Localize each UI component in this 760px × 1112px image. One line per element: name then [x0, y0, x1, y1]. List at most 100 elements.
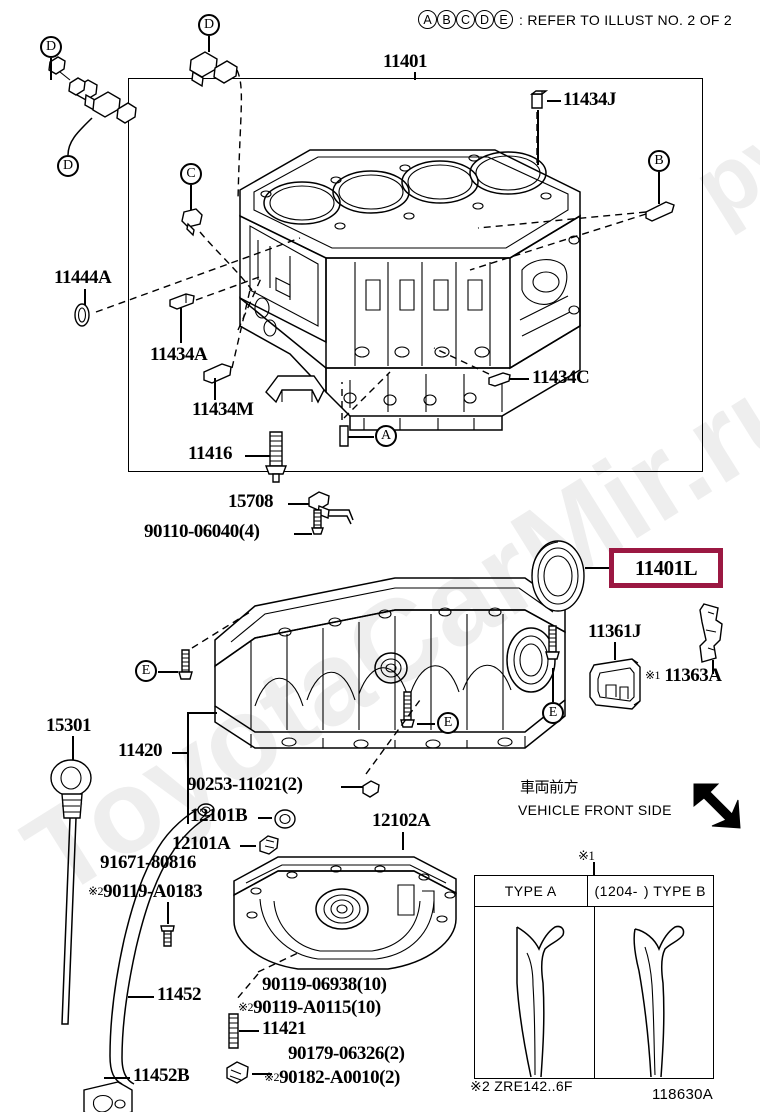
callout-d-3: D [198, 14, 220, 36]
front-side-arrow-icon [693, 783, 741, 829]
legend-circle-b: B [437, 10, 456, 29]
front-side-label-jp: 車両前方 [520, 778, 579, 796]
label-11363a: ※1 11363A [645, 666, 722, 685]
leader-15301 [72, 736, 74, 762]
label-11401l-highlight[interactable]: 11401L [609, 548, 723, 588]
table-header-type-a: TYPE A [475, 876, 588, 906]
label-11444a: 11444A [54, 267, 112, 288]
legend-circle-e: E [494, 10, 513, 29]
part-under-callout-c [181, 208, 203, 237]
part-15301-dipstick [50, 759, 92, 1025]
leader-callout-d-3 [208, 36, 210, 52]
label-11361j: 11361J [588, 621, 641, 642]
table-header-row: TYPE A (1204- ) TYPE B [475, 876, 713, 907]
type-a-bracket-illustration [516, 925, 565, 1078]
bracket-11420-v [187, 712, 189, 824]
upper-sensor-part-2 [189, 51, 238, 88]
dashed-11434c [433, 347, 490, 375]
leader-callout-c [190, 185, 192, 210]
part-11434a [169, 293, 195, 310]
leader-callout-b [658, 172, 660, 204]
callout-e-3: E [542, 702, 564, 724]
part-90179-nut [226, 1061, 249, 1084]
leader-90119-a0183 [167, 902, 169, 924]
label-11452: 11452 [157, 984, 201, 1005]
label-11420: 11420 [118, 740, 162, 761]
label-90119-a0115: ※290119-A0115(10) [238, 998, 381, 1017]
leader-callout-d-1 [50, 58, 53, 80]
bracket-11420-top [187, 712, 217, 714]
label-90119-a0183: ※290119-A0183 [88, 881, 203, 902]
front-side-label-en: VEHICLE FRONT SIDE [518, 802, 672, 818]
dashed-11434j [536, 112, 538, 163]
callout-b: B [648, 150, 670, 172]
dashed-11434m [231, 289, 251, 369]
mark-ref-1: ※1 [645, 668, 661, 682]
leader-11434m [214, 378, 216, 400]
label-90119-06938: 90119-06938(10) [262, 974, 387, 995]
footer-note: ※2 ZRE142..6F [470, 1078, 573, 1094]
lower-crankcase-illustration [214, 577, 566, 749]
table-header-type-b: (1204- ) TYPE B [588, 876, 714, 906]
label-90179: 90179-06326(2) [288, 1043, 405, 1064]
mark-ref-2-c: ※2 [264, 1070, 280, 1084]
leader-12102a [402, 832, 404, 850]
leader-11444a [84, 289, 86, 307]
part-12102a-oilpan [233, 856, 457, 970]
label-90182-text: 90182-A0010(2) [279, 1067, 400, 1088]
leader-11452 [128, 996, 154, 998]
part-90110-bolt [311, 509, 324, 535]
table-cell-type-b [595, 907, 714, 1079]
part-bolt-e-3 [545, 625, 560, 660]
dashed-11434a [195, 275, 263, 331]
leader-90253 [341, 786, 363, 788]
label-90119-a0183-text: 90119-A0183 [103, 881, 203, 902]
leader-12101b [258, 817, 272, 819]
part-11361j-mount [589, 658, 641, 710]
part-11434c [488, 372, 511, 387]
leader-11434c [505, 378, 529, 380]
legend-circle-d: D [475, 10, 494, 29]
label-11401: 11401 [383, 51, 427, 72]
part-11452-tube [83, 803, 215, 1112]
label-11434a: 11434A [150, 344, 208, 365]
label-90119-a0115-text: 90119-A0115(10) [253, 997, 381, 1018]
dashed-lead-sensor2 [236, 69, 243, 201]
dashed-lead-b [469, 211, 647, 271]
table-header-type-b-prefix: (1204- [594, 883, 638, 899]
label-91671: 91671-80816 [100, 852, 196, 873]
leader-11452b [104, 1077, 130, 1079]
leader-11434j [547, 100, 561, 102]
legend-refer-text: : REFER TO ILLUST NO. 2 OF 2 [519, 11, 733, 28]
label-15708: 15708 [228, 491, 274, 512]
part-11363a-bracket [699, 603, 723, 663]
type-comparison-table: TYPE A (1204- ) TYPE B [474, 875, 714, 1079]
callout-c: C [180, 163, 202, 185]
label-90110-06040: 90110-06040(4) [144, 521, 260, 542]
callout-d-2: D [57, 155, 79, 177]
part-11434m [203, 363, 232, 384]
label-11421: 11421 [262, 1018, 306, 1039]
leader-11421 [239, 1030, 259, 1032]
dashed-90253 [365, 699, 421, 775]
label-11363a-text: 11363A [664, 665, 722, 686]
leader-11420-h [172, 752, 188, 754]
part-90119-a0183-bolt [160, 925, 175, 947]
table-body-row [475, 907, 713, 1079]
part-pin-b [645, 201, 675, 222]
label-11434c: 11434C [532, 367, 590, 388]
table-mark-leader [593, 862, 595, 876]
part-bolt-e-2 [400, 691, 415, 728]
leader-11401l [585, 567, 611, 569]
label-12101b: 12101B [190, 805, 248, 826]
part-11421-stud [228, 1013, 239, 1049]
part-12101b-washer [274, 809, 296, 829]
leader-callout-e-1 [158, 671, 178, 673]
part-90253-pin [362, 780, 380, 798]
mark-ref-2-b: ※2 [238, 1000, 254, 1014]
leader-11363a [712, 660, 714, 674]
legend-circle-a: A [418, 10, 437, 29]
leader-11401 [414, 72, 416, 80]
label-11434j: 11434J [563, 89, 616, 110]
